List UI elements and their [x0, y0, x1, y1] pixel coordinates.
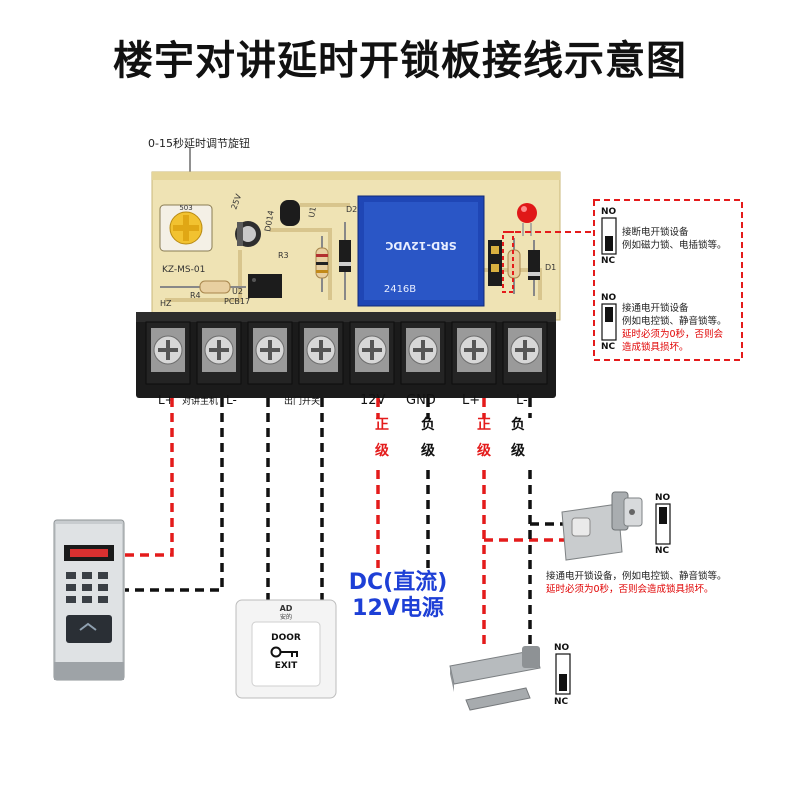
terminal-label-6: GND: [406, 393, 436, 408]
terminal-label-7: L+: [462, 393, 480, 408]
terminal-screw: [145, 321, 191, 385]
terminal-screw: [502, 321, 548, 385]
pcb-board: 503 25V D014 U1 R3 D2: [151, 171, 561, 321]
label-nc-maglock: NC: [554, 697, 569, 707]
polarity-power-positive: 正 级: [374, 412, 390, 464]
terminal-label-8: L-: [516, 393, 528, 408]
polarity-char: 正: [375, 417, 389, 433]
page-title: 楼宇对讲延时开锁板接线示意图: [113, 38, 687, 84]
wire-lock-negative: [528, 398, 565, 648]
label-no-upper: NO: [601, 207, 617, 217]
switch-lower: [601, 303, 617, 341]
panel-lower-line: 接通电开锁设备: [622, 303, 689, 314]
wires: [125, 398, 565, 648]
polarity-char: 正: [477, 417, 491, 433]
polarity-lock-negative: 负 级: [510, 412, 526, 464]
diode-d1: [528, 240, 540, 296]
silk-model: KZ-MS-01: [162, 265, 205, 275]
optocoupler-u2: [248, 274, 282, 298]
terminal-screw: [451, 321, 497, 385]
silk-r3: R3: [278, 251, 289, 260]
switch-maglock: [555, 653, 571, 695]
exit-logo: AD: [280, 604, 293, 613]
silk-u2: U2: [232, 287, 243, 296]
panel-lower-line: 例如电控锁、静音锁等。: [622, 316, 727, 327]
silk-hz: HZ: [160, 299, 172, 308]
panel-warning-line: 造成锁具损坏。: [622, 342, 689, 353]
terminal-label-2: 对讲主机: [182, 395, 218, 407]
silk-pcb: PCB17: [224, 297, 250, 306]
relay-model: SRD-12VDC: [385, 239, 456, 252]
lock-note-warning: 延时必须为0秒，否则会造成锁具损坏。: [546, 584, 714, 595]
terminal-screw: [400, 321, 446, 385]
label-no-lower: NO: [601, 293, 617, 303]
polarity-power-negative: 负 级: [420, 412, 436, 464]
exit-brand: 安的: [280, 613, 292, 621]
transistor: [280, 200, 300, 226]
wire-intercom-red: [125, 398, 174, 557]
lock-note-line: 接通电开锁设备，例如电控锁、静音锁等。: [546, 571, 727, 582]
silk-d1: D1: [545, 263, 556, 272]
polarity-char: 级: [511, 443, 525, 459]
label-nc-lock: NC: [655, 546, 670, 556]
wire-lock-positive: [482, 398, 565, 648]
panel-upper-line: 例如磁力锁、电插锁等。: [622, 240, 727, 251]
label-no-lock: NO: [655, 493, 671, 503]
polarity-char: 级: [375, 443, 389, 459]
label-no-maglock: NO: [554, 643, 570, 653]
diode-d2: [339, 222, 351, 300]
relay: SRD-12VDC 2416B: [357, 195, 485, 307]
polarity-lock-positive: 正 级: [476, 412, 492, 464]
knob-label: 0-15秒延时调节旋钮: [148, 137, 250, 150]
jumper-header: [488, 240, 502, 286]
intercom-unit: [53, 519, 125, 681]
polarity-char: 级: [421, 443, 435, 459]
exit-top-text: DOOR: [271, 633, 301, 643]
silk-u1: U1: [307, 206, 318, 218]
terminal-screw: [349, 321, 395, 385]
terminal-label-3: L-: [226, 393, 237, 407]
terminal-block: [136, 312, 556, 398]
led-indicator: [517, 203, 537, 236]
relay-code: 2416B: [384, 284, 416, 295]
panel-warning-line: 延时必须为0秒，否则会: [622, 329, 724, 340]
resistor-r4: [160, 280, 246, 294]
terminal-screw: [298, 321, 344, 385]
exit-bottom-text: EXIT: [275, 661, 298, 671]
wire-intercom-black: [125, 398, 224, 592]
resistor-r3: [315, 236, 329, 292]
silk-d014: D014: [263, 210, 276, 233]
lock-note: 接通电开锁设备，例如电控锁、静音锁等。 延时必须为0秒，否则会造成锁具损坏。: [546, 570, 727, 596]
dc-label-line: DC(直流): [348, 570, 448, 595]
silk-503: 503: [179, 204, 192, 212]
dc-power-label: DC(直流) 12V电源: [328, 570, 468, 622]
magnetic-lock-device: [449, 646, 541, 711]
silk-r4: R4: [190, 291, 201, 300]
panel-upper-text: 接断电开锁设备 例如磁力锁、电插锁等。: [622, 226, 727, 252]
label-nc-upper: NC: [601, 256, 616, 266]
key-icon: [270, 646, 298, 658]
polarity-char: 负: [421, 417, 435, 433]
terminal-screw: [247, 321, 293, 385]
polarity-char: 负: [511, 417, 525, 433]
panel-lower-text: 接通电开锁设备 例如电控锁、静音锁等。 延时必须为0秒，否则会 造成锁具损坏。: [622, 302, 727, 354]
exit-button-device: AD 安的 DOOR EXIT: [235, 599, 337, 699]
electric-lock-device: [561, 491, 643, 561]
terminal-screw: [196, 321, 242, 385]
terminal-label-5: 12V: [360, 393, 386, 408]
switch-lock: [655, 503, 671, 545]
potentiometer-knob: [159, 204, 213, 252]
terminal-label-4: 出门开关: [284, 395, 320, 407]
label-nc-lower: NC: [601, 342, 616, 352]
silk-d2: D2: [346, 205, 357, 214]
capacitor: [235, 221, 261, 247]
switch-upper: [601, 217, 617, 255]
panel-upper-line: 接断电开锁设备: [622, 227, 689, 238]
dc-label-line: 12V电源: [352, 596, 444, 621]
right-panel: [502, 199, 743, 361]
polarity-char: 级: [477, 443, 491, 459]
